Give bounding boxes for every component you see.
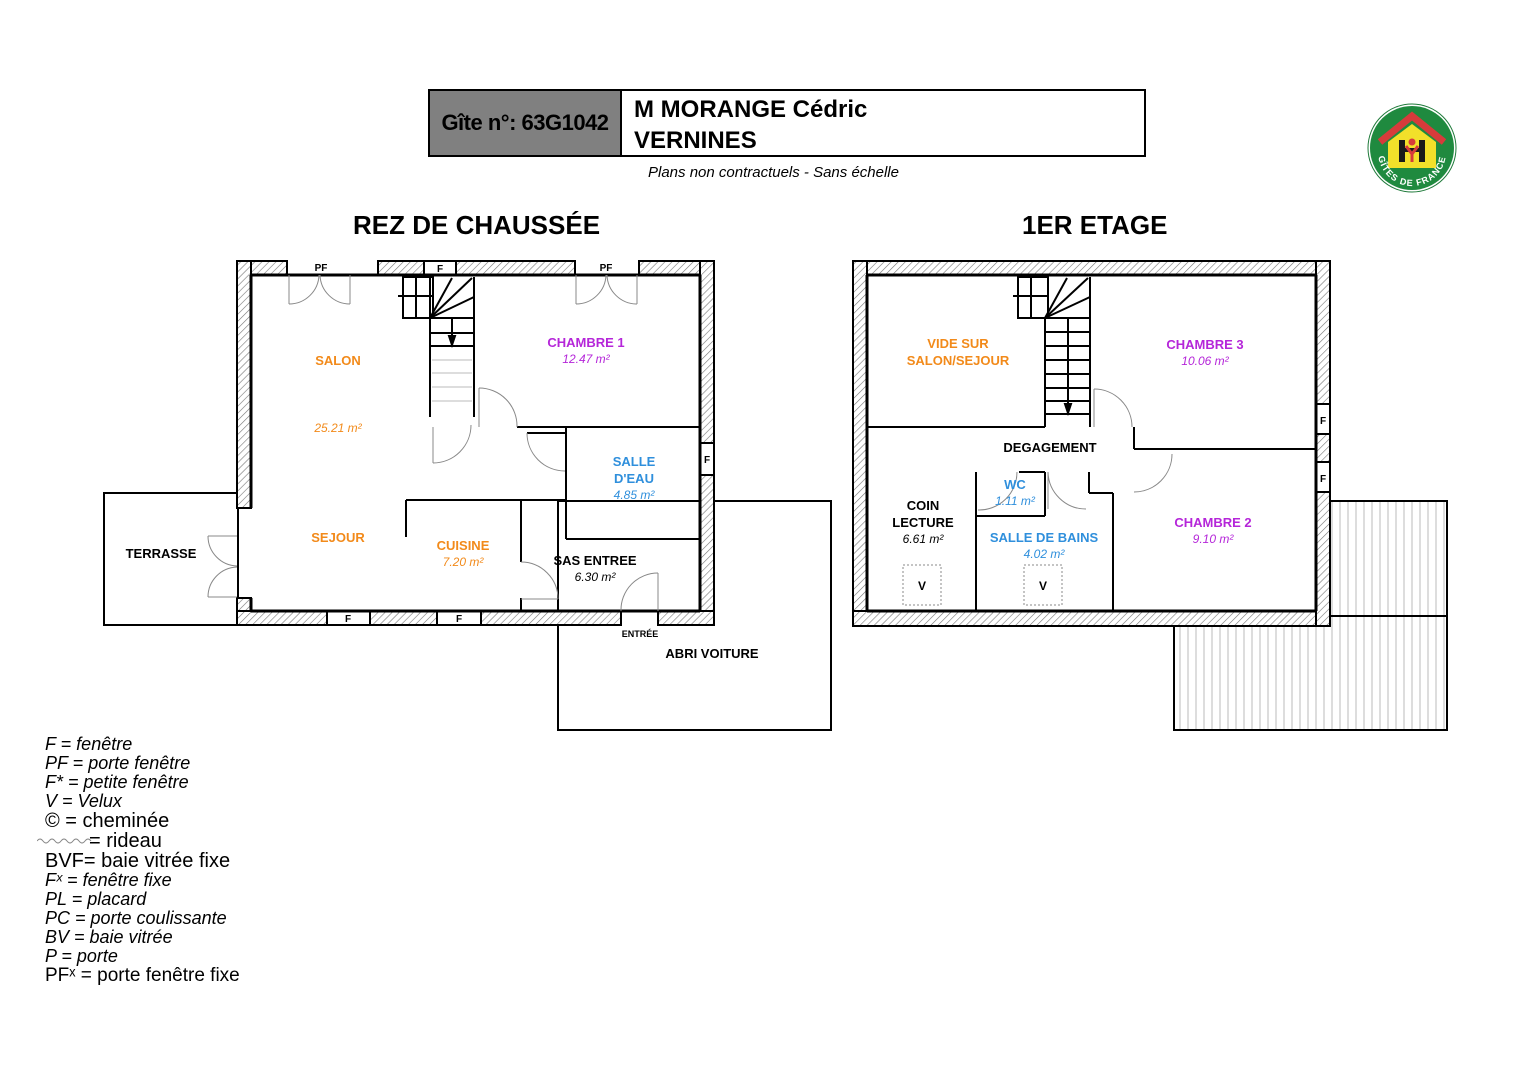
ground-inner-walls [249,273,702,613]
label-v-1: V [918,579,926,593]
room-coin-lecture: COIN LECTURE 6.61 m² [892,498,954,546]
ground-doors [207,274,659,612]
owner-name: M MORANGE Cédric [634,96,868,123]
label-f-top: F [437,264,443,275]
first-doors [977,388,1173,511]
label-f-ch3: F [1320,416,1326,427]
deck-upper [1329,500,1448,617]
legend-item: BV = baie vitrée [45,927,173,947]
legend-item: Fˣ = fenêtre fixe [45,870,172,890]
label-entree: ENTRÉE [621,629,659,639]
room-wc: WC 1.11 m² [995,477,1035,508]
label-f-right: F [704,455,710,466]
legend-item: V = Velux [45,791,122,811]
legend-item-rideau: = rideau [37,831,240,851]
area-salon: 25.21 m² [314,421,362,435]
label-pf-salon: PF [315,263,328,274]
room-sas-entree: SAS ENTREE 6.30 m² [553,553,637,584]
ground-floor-title: REZ DE CHAUSSÉE [353,210,601,240]
room-terrasse: TERRASSE [125,546,197,561]
room-vide-salon-sejour: VIDE SUR SALON/SEJOUR [906,336,1010,368]
curtain-wave-icon [37,838,92,844]
legend-item: F = fenêtre [45,734,133,754]
room-chambre-3: CHAMBRE 3 10.06 m² [1166,337,1244,368]
terrasse-outline [103,492,239,626]
roof-icon [1377,111,1447,145]
legend-item: PFˣ = porte fenêtre fixe [45,965,240,986]
velux-salle-bains [1023,564,1063,606]
room-chambre-1: CHAMBRE 1 12.47 m² [547,335,625,366]
first-inner-walls [865,273,1318,613]
gite-number: Gîte n°: 63G1042 [428,89,622,157]
room-salle-de-bains: SALLE DE BAINS 4.02 m² [989,530,1099,561]
room-salon: SALON [315,353,361,368]
label-v-2: V [1039,579,1047,593]
room-salle-eau: SALLE D'EAU 4.85 m² [612,454,656,502]
legend-item: BVF= baie vitrée fixe [45,850,231,872]
ground-stair-lower-steps [432,359,472,402]
location: VERNINES [634,127,757,154]
room-chambre-2: CHAMBRE 2 9.10 m² [1174,515,1252,546]
label-f-bottom-1: F [345,614,351,625]
legend-item: © = cheminée [45,810,170,832]
label-f-ch2: F [1320,474,1326,485]
disclaimer: Plans non contractuels - Sans échelle [648,164,899,181]
deck-lower [1173,615,1448,731]
velux-coin-lecture [902,564,942,606]
legend-item: F* = petite fenêtre [45,772,189,792]
first-staircase [1013,276,1091,427]
first-floor-title: 1ER ETAGE [1022,210,1168,240]
legend: F = fenêtre PF = porte fenêtre F* = peti… [37,734,240,986]
room-sejour: SEJOUR [311,530,365,545]
ground-staircase [398,276,475,417]
label-pf-chambre1: PF [600,263,613,274]
gites-de-france-logo: GÎTES DE FRANCE [1367,103,1457,193]
ground-exterior-walls [236,260,715,626]
room-cuisine: CUISINE 7.20 m² [436,538,490,569]
room-abri-voiture: ABRI VOITURE [665,646,759,661]
legend-item: PF = porte fenêtre [45,753,191,773]
room-degagement: DEGAGEMENT [1003,440,1097,455]
owner-block: M MORANGE Cédric VERNINES [634,94,867,156]
legend-item: PL = placard [45,889,147,909]
legend-item: P = porte [45,946,118,966]
legend-item: PC = porte coulissante [45,908,227,928]
label-f-bottom-2: F [456,614,462,625]
